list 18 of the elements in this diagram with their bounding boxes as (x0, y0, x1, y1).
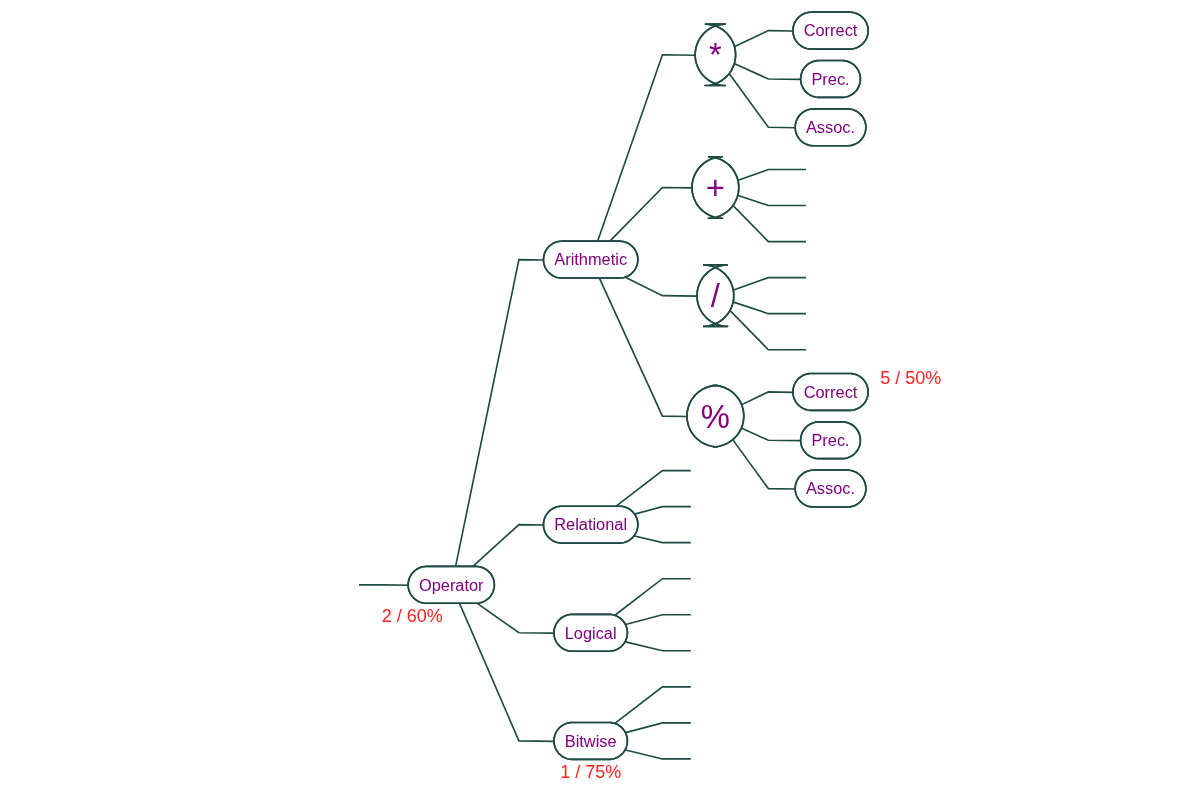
connector (732, 300, 807, 314)
connector (732, 276, 807, 291)
connector (732, 204, 807, 242)
connector (624, 640, 692, 652)
connector (613, 685, 692, 724)
percentage-note: 2 / 60% (381, 606, 443, 627)
connector (614, 469, 692, 507)
percentage-note: 5 / 50% (880, 368, 942, 389)
connector (633, 505, 692, 515)
connector (613, 577, 692, 616)
connector (624, 748, 692, 760)
connector (624, 613, 692, 625)
connector (737, 168, 807, 181)
percentage-note: 1 / 75% (560, 762, 622, 783)
connector (729, 309, 807, 351)
connector (737, 194, 807, 206)
connector (633, 534, 692, 543)
connector (624, 721, 692, 733)
